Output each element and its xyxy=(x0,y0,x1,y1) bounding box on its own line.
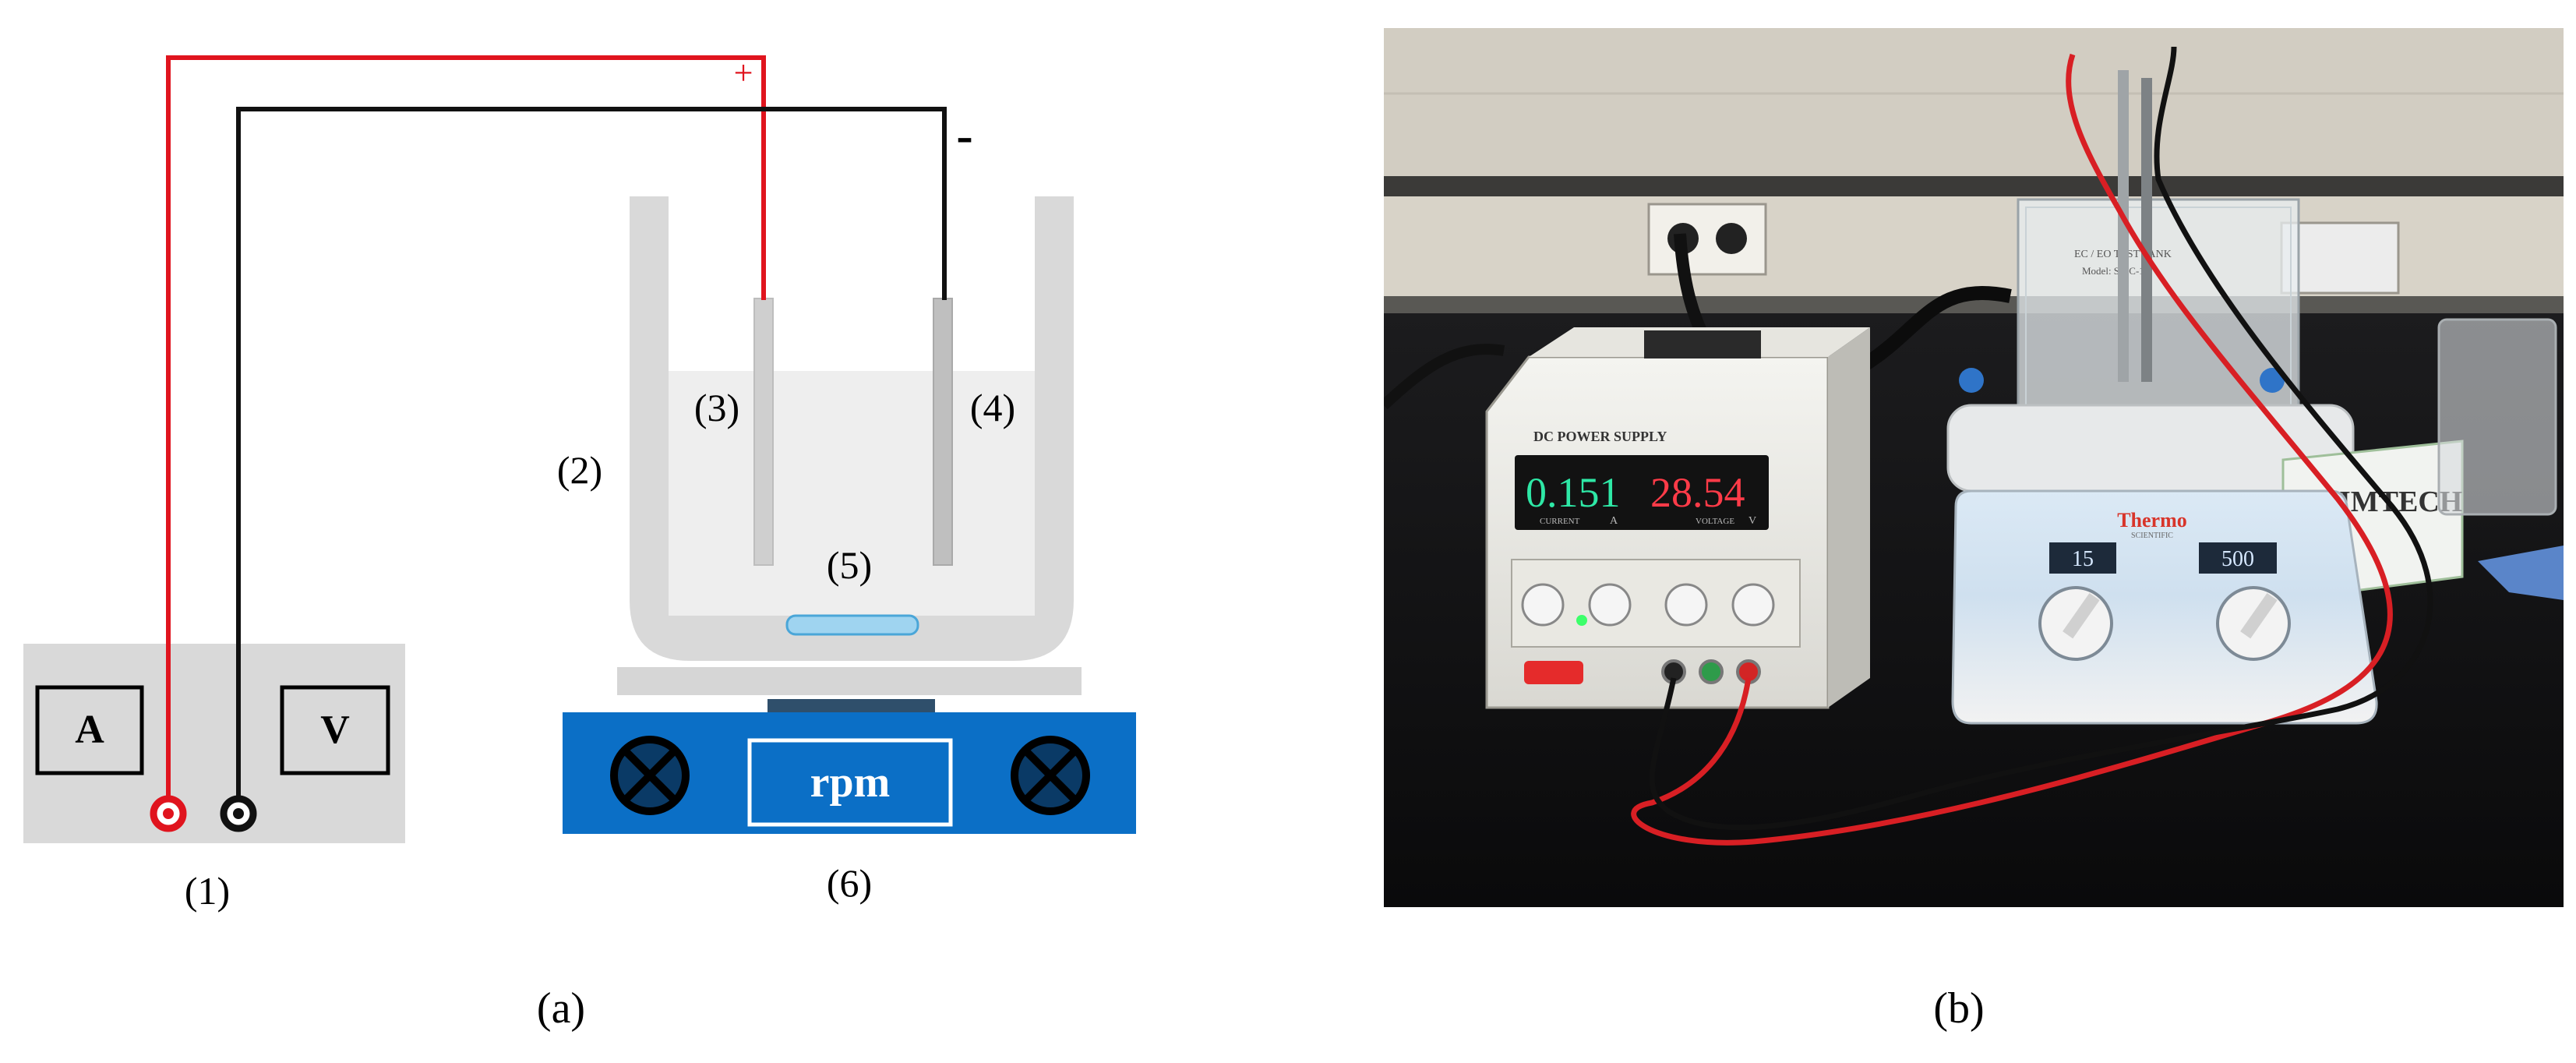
photo-thermo-stirrer: Thermo SCIENTIFIC 15 500 xyxy=(1951,489,2378,725)
voltage-unit-label: VOLTAGE xyxy=(1696,517,1734,526)
current-reading: 0.151 xyxy=(1526,469,1621,516)
photo-panel: DC POWER SUPPLY 0.151 28.54 CURRENT A VO… xyxy=(1384,28,2564,1033)
ammeter-box xyxy=(35,685,144,775)
voltage-unit: V xyxy=(1749,515,1756,527)
photo-test-tank: EC / EO TEST TANK Model: S-EC-1A xyxy=(1946,70,2355,493)
psu-title: DC POWER SUPPLY xyxy=(1533,429,1667,444)
negative-wire xyxy=(236,107,947,814)
psu-knob-1 xyxy=(1521,583,1565,627)
cathode-electrode xyxy=(933,298,953,566)
beaker xyxy=(630,196,1074,661)
stirrer-display-left-value: 15 xyxy=(2072,547,2094,571)
photo-glass-beaker xyxy=(2437,318,2557,516)
anode-electrode xyxy=(753,298,774,566)
ammeter-label: A xyxy=(75,708,104,752)
rpm-display xyxy=(747,738,953,827)
power-supply-caption: (1) xyxy=(185,869,230,913)
positive-sign: + xyxy=(734,54,753,92)
positive-terminal xyxy=(150,795,187,832)
cathode-caption: (4) xyxy=(970,386,1015,429)
psu-knob-4 xyxy=(1731,583,1775,627)
wall-rail xyxy=(1384,176,2564,196)
negative-terminal xyxy=(220,795,257,832)
photo-black-lead xyxy=(1649,46,2433,831)
electrolyte xyxy=(669,371,1035,616)
psu-handle xyxy=(1644,330,1761,358)
tank-label-line2: Model: S-EC-1A xyxy=(2082,265,2152,277)
rpm-label: rpm xyxy=(810,758,891,807)
stirrer-display-left xyxy=(2049,542,2116,574)
voltmeter-box xyxy=(280,685,390,775)
blue-mat xyxy=(2478,546,2564,600)
photo-dc-power-supply: DC POWER SUPPLY 0.151 28.54 CURRENT A VO… xyxy=(1485,327,1870,709)
stirrer-brand: Thermo xyxy=(2117,509,2187,532)
stir-bar xyxy=(785,614,919,636)
psu-display xyxy=(1515,455,1769,530)
tank-electrode-2 xyxy=(2141,78,2152,382)
stirrer-display-right xyxy=(2199,542,2277,574)
positive-wire xyxy=(166,55,766,814)
schematic-panel: rpm A V + - (1) xyxy=(23,54,1136,1033)
negative-sign: - xyxy=(956,108,972,163)
stirrer-neck xyxy=(768,699,935,713)
psu-knob-2 xyxy=(1588,583,1632,627)
stirrer-top-plate xyxy=(617,667,1082,695)
psu-led xyxy=(1576,615,1587,626)
beaker-caption: (2) xyxy=(557,448,602,492)
tank-electrode-1 xyxy=(2118,70,2129,382)
current-unit-label: CURRENT xyxy=(1540,517,1580,526)
stirrer-caption: (6) xyxy=(827,861,872,905)
stirrer-left-knob-icon xyxy=(610,736,690,815)
psu-power-switch xyxy=(1524,661,1583,684)
stirrer-right-knob-icon xyxy=(1011,736,1090,815)
panel-b-label: (b) xyxy=(1933,984,1984,1033)
stir-bar-caption: (5) xyxy=(827,543,872,587)
wall-outlet-left xyxy=(1647,203,1767,276)
voltmeter-label: V xyxy=(320,708,350,752)
panel-a-label: (a) xyxy=(537,984,585,1033)
psu-knob-3 xyxy=(1664,583,1708,627)
psu-terminal-green xyxy=(1699,659,1724,684)
stirrer-brand-sub: SCIENTIFIC xyxy=(2131,532,2173,540)
stirrer-display-right-value: 500 xyxy=(2221,547,2254,571)
current-unit: A xyxy=(1610,515,1618,527)
voltage-reading: 28.54 xyxy=(1650,469,1745,516)
anode-caption: (3) xyxy=(694,386,739,429)
